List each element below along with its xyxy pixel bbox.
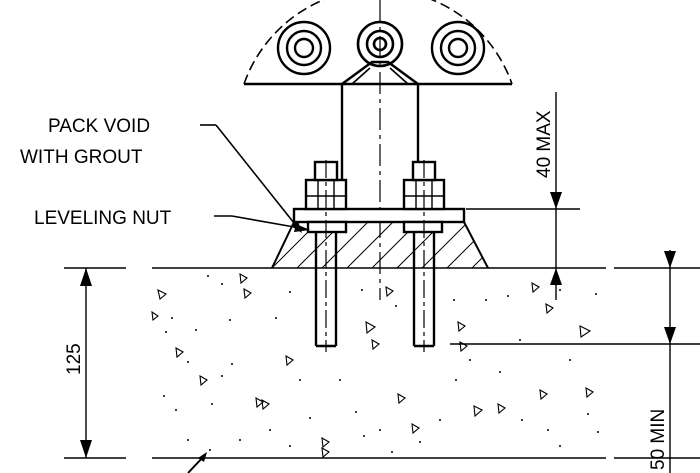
dimension-50-min	[664, 250, 676, 473]
dimension-40-max-label: 40 MAX	[534, 110, 555, 178]
dimension-125	[80, 268, 92, 458]
pack-void-label-line2: WITH GROUT	[20, 147, 143, 168]
concrete-dots	[163, 275, 599, 453]
base-plate	[292, 207, 466, 224]
concrete-aggregate	[151, 272, 594, 459]
center-bracket	[341, 60, 419, 85]
dimension-50-min-label: 50 MIN	[648, 409, 669, 470]
pack-void-label-line1: PACK VOID	[48, 116, 150, 137]
left-anchor-bolt	[304, 160, 348, 352]
concrete-slab	[64, 267, 700, 473]
dimension-125-label: 125	[64, 343, 85, 375]
dimension-40-max	[466, 92, 580, 300]
dome-outline	[243, 0, 513, 85]
leveling-nut-label: LEVELING NUT	[34, 208, 172, 229]
right-anchor-bolt	[402, 160, 446, 352]
equipment-top	[243, 0, 513, 300]
left-bolt-circle	[276, 20, 332, 76]
right-bolt-circle	[430, 20, 486, 76]
leveling-nut-leader	[214, 215, 310, 232]
